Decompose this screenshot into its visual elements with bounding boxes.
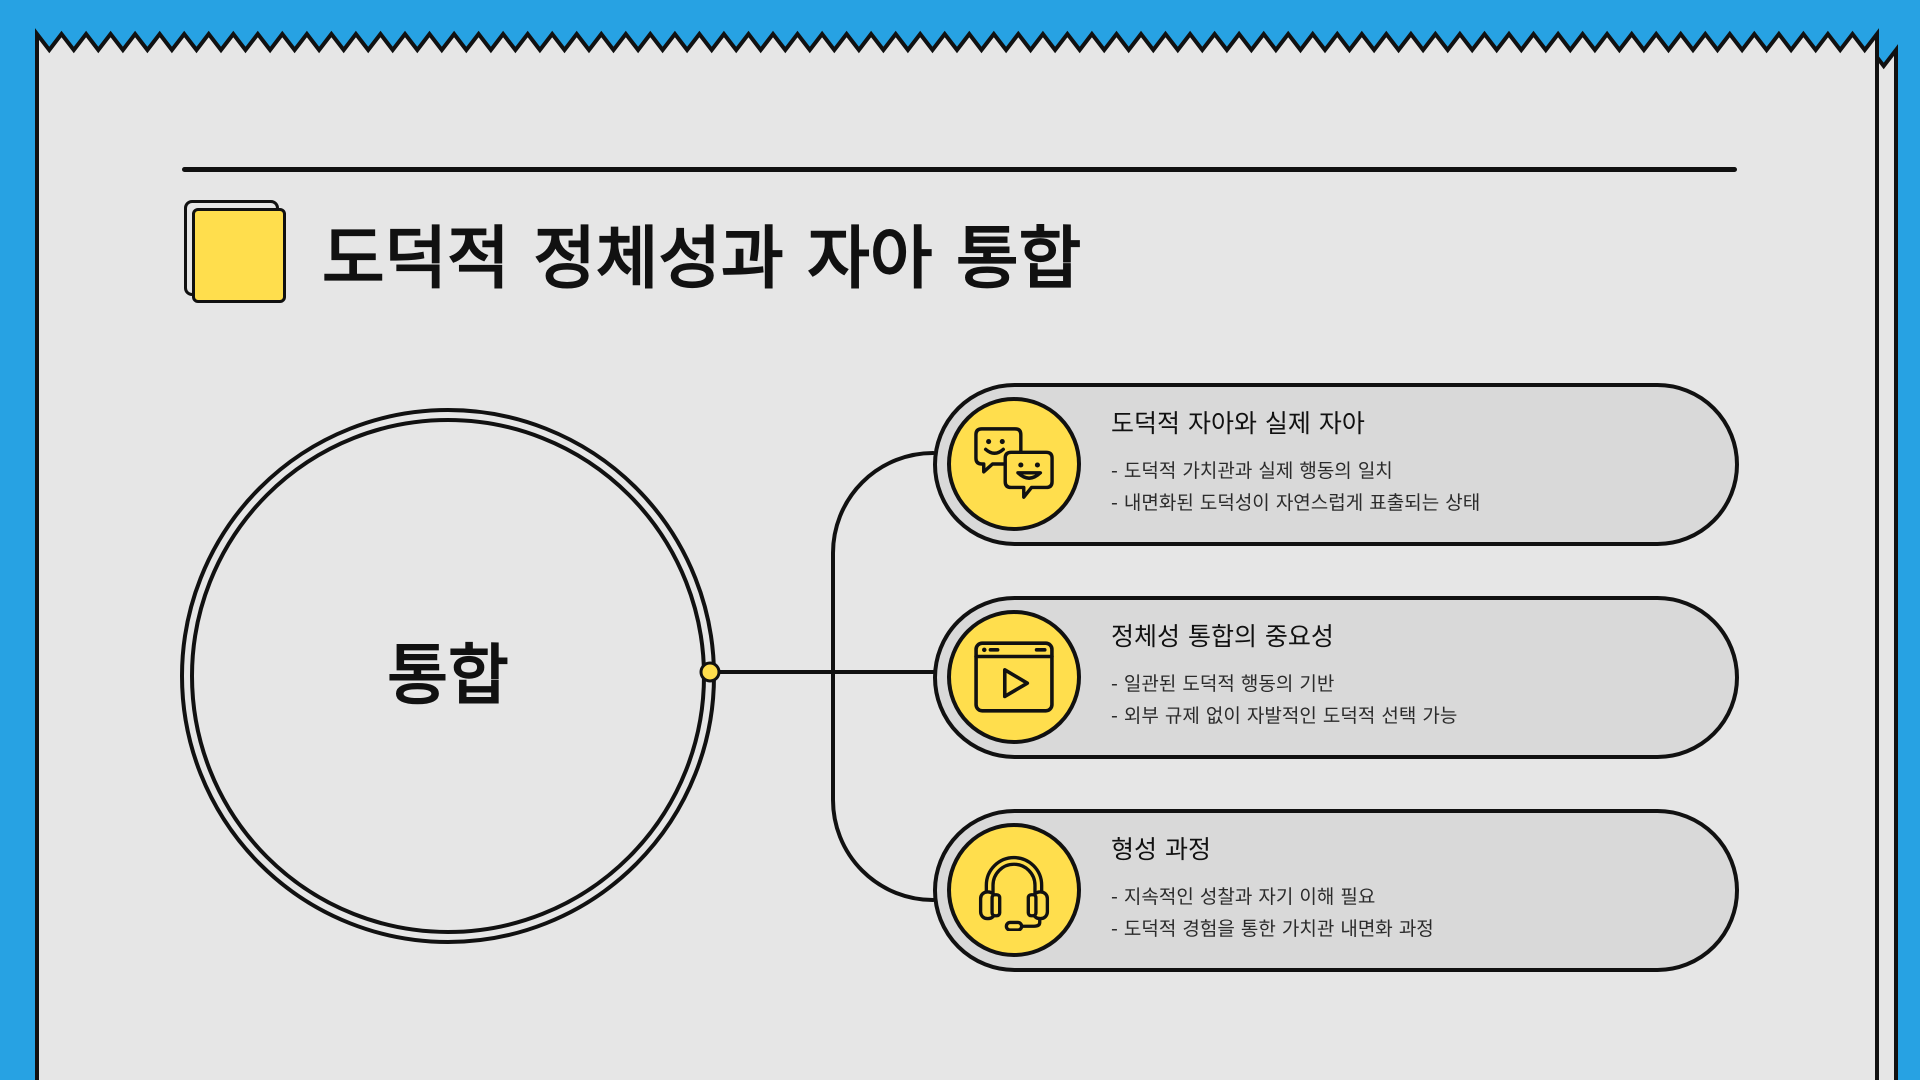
item-text: 형성 과정 - 지속적인 성찰과 자기 이해 필요 - 도덕적 경험을 통한 가…: [1111, 834, 1671, 945]
header-rule: [182, 167, 1737, 172]
bubble-front-mouth: [1016, 471, 1043, 480]
headband-outer: [984, 855, 1044, 897]
headset-icon: [978, 855, 1050, 931]
item-heading: 정체성 통합의 중요성: [1111, 622, 1334, 651]
mic-head: [1004, 920, 1024, 931]
item-heading: 도덕적 자아와 실제 자아: [1111, 409, 1365, 438]
item-text: 정체성 통합의 중요성 - 일관된 도덕적 행동의 기반 - 외부 규제 없이 …: [1111, 621, 1671, 732]
headband-inner: [991, 862, 1037, 895]
chat-bubbles-icon: [974, 427, 1054, 499]
left-ear-pad: [990, 893, 1002, 918]
mic-arm: [1019, 916, 1042, 928]
item-bullet: - 도덕적 가치관과 실제 행동의 일치: [1111, 460, 1393, 482]
item-bullet: - 외부 규제 없이 자발적인 도덕적 선택 가능: [1111, 705, 1458, 727]
item-bullet: - 일관된 도덕적 행동의 기반: [1111, 673, 1335, 695]
item-card-3: 형성 과정 - 지속적인 성찰과 자기 이해 필요 - 도덕적 경험을 통한 가…: [933, 809, 1739, 972]
play-icon: [1002, 668, 1030, 699]
branch-connector: [831, 451, 935, 902]
item-bullet: - 지속적인 성찰과 자기 이해 필요: [1111, 886, 1376, 908]
right-ear-pad: [1026, 893, 1038, 918]
bubble-front-eye: [1034, 462, 1040, 468]
item-icon-badge: [947, 397, 1081, 531]
item-bullet: - 내면화된 도덕성이 자연스럽게 표출되는 상태: [1111, 492, 1481, 514]
item-heading: 형성 과정: [1111, 835, 1211, 864]
item-icon-badge: [947, 610, 1081, 744]
video-player-icon: [974, 641, 1054, 713]
bubble-back-eye: [999, 439, 1005, 445]
bubble-back-smile: [983, 447, 1005, 455]
connector-dot: [699, 661, 721, 683]
bubble-back-eye: [986, 439, 992, 445]
center-label: 통합: [387, 637, 509, 714]
item-text: 도덕적 자아와 실제 자아 - 도덕적 가치관과 실제 행동의 일치 - 내면화…: [1111, 408, 1671, 519]
item-icon-badge: [947, 823, 1081, 957]
player-bar-dot: [982, 647, 987, 653]
bubble-front: [1003, 450, 1054, 499]
player-window: [974, 641, 1054, 713]
bubble-front-eye: [1018, 462, 1024, 468]
item-card-2: 정체성 통합의 중요성 - 일관된 도덕적 행동의 기반 - 외부 규제 없이 …: [933, 596, 1739, 759]
title-icon-square: [192, 208, 286, 303]
page-title: 도덕적 정체성과 자아 통합: [322, 220, 1082, 299]
item-bullet: - 도덕적 경험을 통한 가치관 내면화 과정: [1111, 918, 1434, 940]
item-card-1: 도덕적 자아와 실제 자아 - 도덕적 가치관과 실제 행동의 일치 - 내면화…: [933, 383, 1739, 546]
